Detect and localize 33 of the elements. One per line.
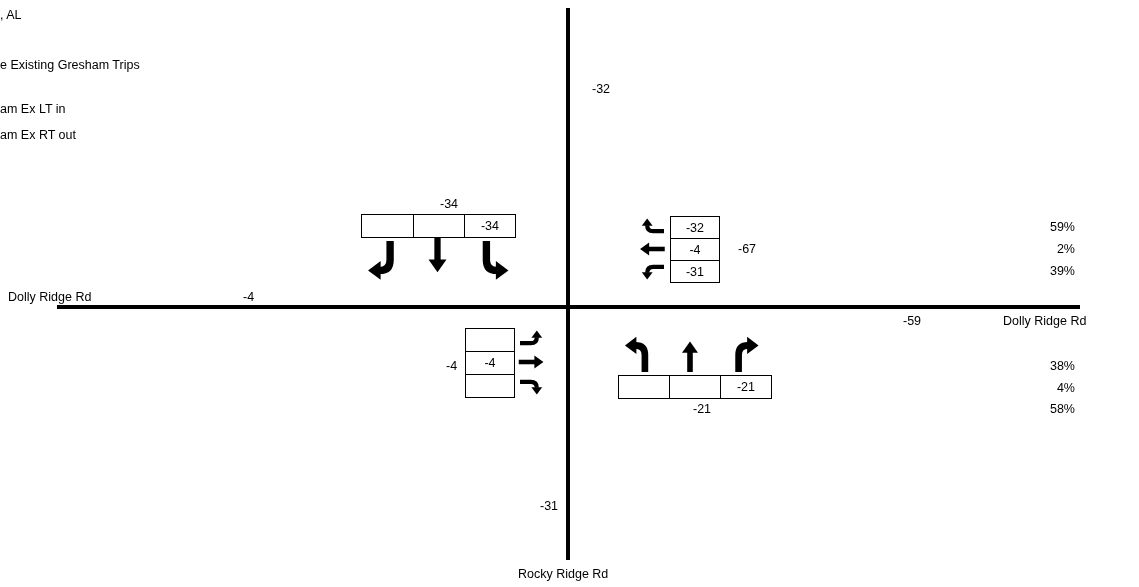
volume-label: -67 — [738, 242, 757, 257]
lane-box — [413, 214, 465, 238]
volume-label: -21 — [693, 402, 712, 417]
note-text: am Ex LT in — [0, 102, 66, 117]
lane-box — [669, 375, 721, 399]
note-text: am Ex RT out — [0, 128, 76, 143]
lane-box: -4 — [670, 238, 720, 261]
volume-label: -4 — [446, 359, 458, 374]
volume-label: -59 — [903, 314, 922, 329]
note-text: , AL — [0, 8, 22, 23]
percentage-label: 59% — [1049, 220, 1075, 235]
percentage-label: 2% — [1056, 242, 1075, 257]
lane-box — [465, 374, 515, 398]
lane-box — [465, 328, 515, 352]
volume-label: -32 — [592, 82, 611, 97]
volume-label: -34 — [440, 197, 459, 212]
lane-box: -32 — [670, 216, 720, 239]
lane-box: -4 — [465, 351, 515, 375]
road-name: Dolly Ridge Rd — [8, 290, 92, 305]
road-name: Rocky Ridge Rd — [518, 567, 609, 582]
percentage-label: 39% — [1049, 264, 1075, 279]
lane-box — [618, 375, 670, 399]
lane-box: -31 — [670, 260, 720, 283]
lane-box: -21 — [720, 375, 772, 399]
percentage-label: 38% — [1049, 359, 1075, 374]
volume-label: -4 — [243, 290, 255, 305]
lane-box — [361, 214, 414, 238]
percentage-label: 58% — [1049, 402, 1075, 417]
volume-label: -31 — [540, 499, 559, 514]
lane-box: -34 — [464, 214, 516, 238]
note-text: e Existing Gresham Trips — [0, 58, 140, 73]
percentage-label: 4% — [1056, 381, 1075, 396]
road-name: Dolly Ridge Rd — [1003, 314, 1087, 329]
